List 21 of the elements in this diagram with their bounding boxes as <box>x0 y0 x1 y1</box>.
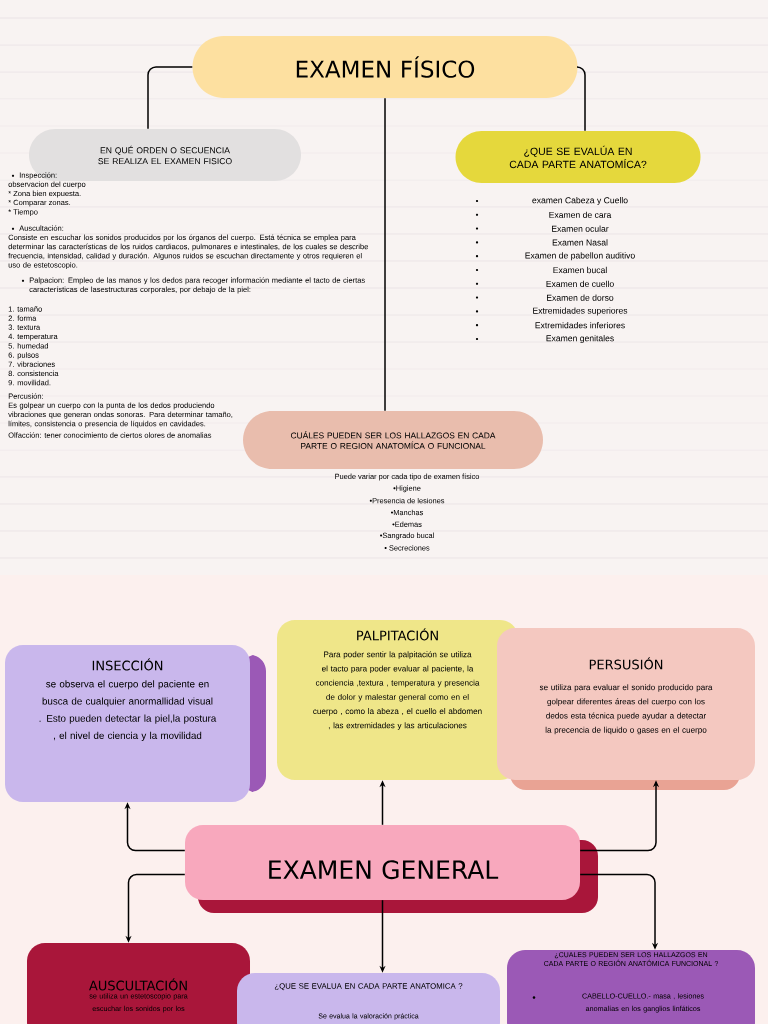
list-item: Examen de dorso <box>547 294 614 301</box>
list-item: Examen bucal <box>553 266 607 274</box>
technique-card: PALPITACIÓN Para poder sentir la palpitación se utiliza el tacto para poder evaluar al paciente, la conciencia ,textura , temperatura y presencia de dolor y malestar general como en el cuerpo , como la abeza , el cuello el abdomen , las extremidades y las articulaciones <box>277 620 518 780</box>
list-item: Examen de cara <box>549 211 612 218</box>
central-box: EXAMEN GENERAL <box>185 825 598 913</box>
list-item: Examen de cuello <box>546 280 614 287</box>
technique-card: INSECCIÓN se observa el cuerpo del paciente en busca de cualquier anormallidad visual . Esto pueden detectar la piel,la postura , el nivel de ciencia y la movilidad <box>5 645 266 802</box>
list-item: Extremidades inferiores <box>535 322 625 329</box>
topic-bubble: ¿QUE SE EVALÚA EN CADA PARTE ANATOMÍCA? <box>455 131 701 183</box>
connector-line <box>147 66 194 130</box>
technique-card: PERSUSIÓN se utiliza para evaluar el sonido producido para golpear diferentes áreas del cuerpo con los dedos esta técnica puede ayudar a detectar la precencia de liquido o gases en el cuerpo <box>497 628 755 790</box>
list-item: examen Cabeza y Cuello <box>532 197 628 205</box>
list-item: Examen de pabellon auditivo <box>525 252 635 261</box>
list-item: Examen Nasal <box>552 239 608 246</box>
connector-line <box>384 97 386 412</box>
list-item: Extremidades superiores <box>533 307 628 316</box>
connector-line <box>576 66 586 132</box>
title-bubble: EXAMEN FÍSICO <box>192 36 578 98</box>
topic-bubble: CUÁLES PUEDEN SER LOS HALLAZGOS EN CADA PARTE O REGION ANATOMÍCA O FUNCIONAL <box>243 411 543 469</box>
list-item: Examen genitales <box>546 335 614 343</box>
list-item: Examen ocular <box>552 225 609 232</box>
